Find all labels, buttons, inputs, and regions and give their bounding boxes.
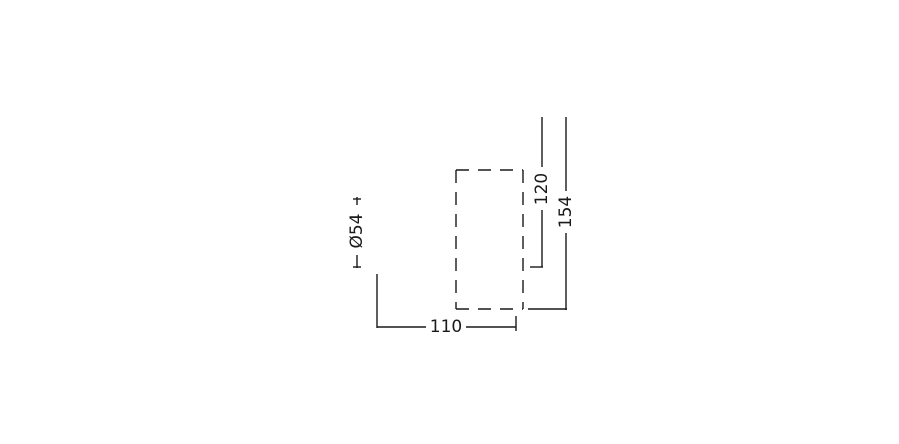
width-label: 110: [430, 317, 462, 337]
width-dimension: 110: [376, 274, 517, 337]
product-outline: [455, 169, 524, 310]
depth-dimension: 120: [530, 117, 552, 268]
diameter-dimension: Ø54: [347, 197, 367, 268]
depth-label: 120: [532, 173, 552, 205]
diameter-label: Ø54: [347, 213, 367, 248]
height-dimension: 154: [528, 117, 576, 310]
height-label: 154: [556, 196, 576, 228]
